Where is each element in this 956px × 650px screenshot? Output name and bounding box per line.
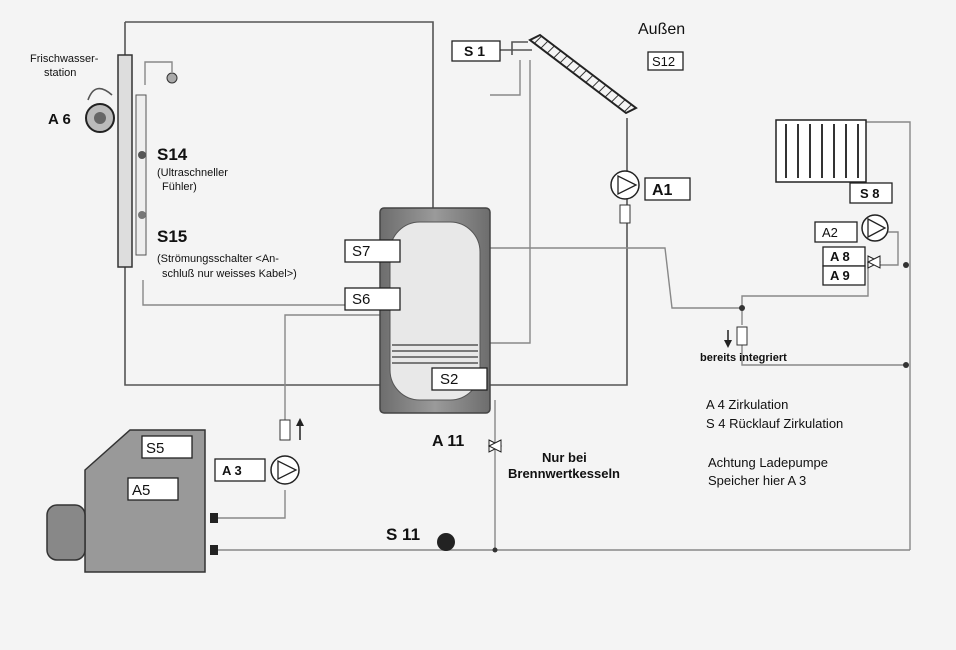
s12-label: S12 (652, 54, 675, 69)
s5-label: S5 (146, 440, 164, 457)
solar-collector (528, 33, 638, 115)
label-box-s8 (849, 182, 893, 204)
a3-label: A 3 (222, 463, 242, 478)
s4-note: S 4 Rücklauf Zirkulation (706, 416, 843, 431)
label-box-s1 (451, 40, 501, 62)
label-box-s2 (431, 367, 488, 391)
label-box-s7 (344, 239, 401, 263)
a8-label: A 8 (830, 249, 850, 264)
a5-label: A5 (132, 482, 150, 499)
pipes (124, 21, 911, 553)
a4-note: A 4 Zirkulation (706, 397, 788, 412)
label-box-a9 (822, 265, 866, 286)
check-valve (724, 326, 748, 348)
s8-label: S 8 (860, 186, 880, 201)
a9-label: A 9 (830, 268, 850, 283)
a6-label: A 6 (48, 111, 71, 128)
condensing-note-2: Brennwertkesseln (508, 466, 620, 481)
storage-tank (379, 207, 491, 414)
label-box-a5 (127, 477, 179, 501)
s14-desc-1: (Ultraschneller (157, 167, 228, 179)
a1-label: A1 (652, 182, 673, 199)
s1-label: S 1 (464, 43, 485, 59)
s2-label: S2 (440, 371, 458, 388)
s11-label: S 11 (386, 525, 420, 544)
sensor-s11 (437, 533, 455, 551)
valve-a11 (487, 439, 503, 453)
s15-desc-2: schluß nur weisses Kabel>) (162, 268, 297, 280)
a11-label: A 11 (432, 433, 464, 450)
label-box-s6 (344, 287, 401, 311)
s15-desc-1: (Strömungsschalter <An- (157, 253, 279, 265)
fresh-water-station-label: Frischwasser- (30, 53, 99, 65)
warning-2: Speicher hier A 3 (708, 473, 806, 488)
radiator (775, 119, 867, 183)
warning-1: Achtung Ladepumpe (708, 455, 828, 470)
s14-label: S14 (157, 145, 188, 164)
already-integrated-label: bereits integriert (700, 352, 787, 364)
label-box-a2 (814, 221, 858, 243)
s7-label: S7 (352, 243, 370, 260)
label-box-a3 (214, 458, 266, 482)
pump-a3 (270, 418, 304, 485)
s6-label: S6 (352, 291, 370, 308)
label-box-a1 (644, 177, 691, 201)
pump-a2 (861, 214, 889, 269)
s14-desc-2: Fühler) (162, 181, 197, 193)
fresh-water-station-label-2: station (44, 67, 76, 79)
label-box-s12 (647, 51, 684, 71)
pump-a1 (610, 170, 640, 224)
fresh-water-station (85, 54, 178, 268)
s15-label: S15 (157, 227, 187, 246)
outside-label: Außen (638, 21, 685, 38)
boiler (46, 429, 218, 573)
condensing-note-1: Nur bei (542, 450, 587, 465)
label-box-s5 (141, 435, 193, 459)
a2-label: A2 (822, 225, 838, 240)
